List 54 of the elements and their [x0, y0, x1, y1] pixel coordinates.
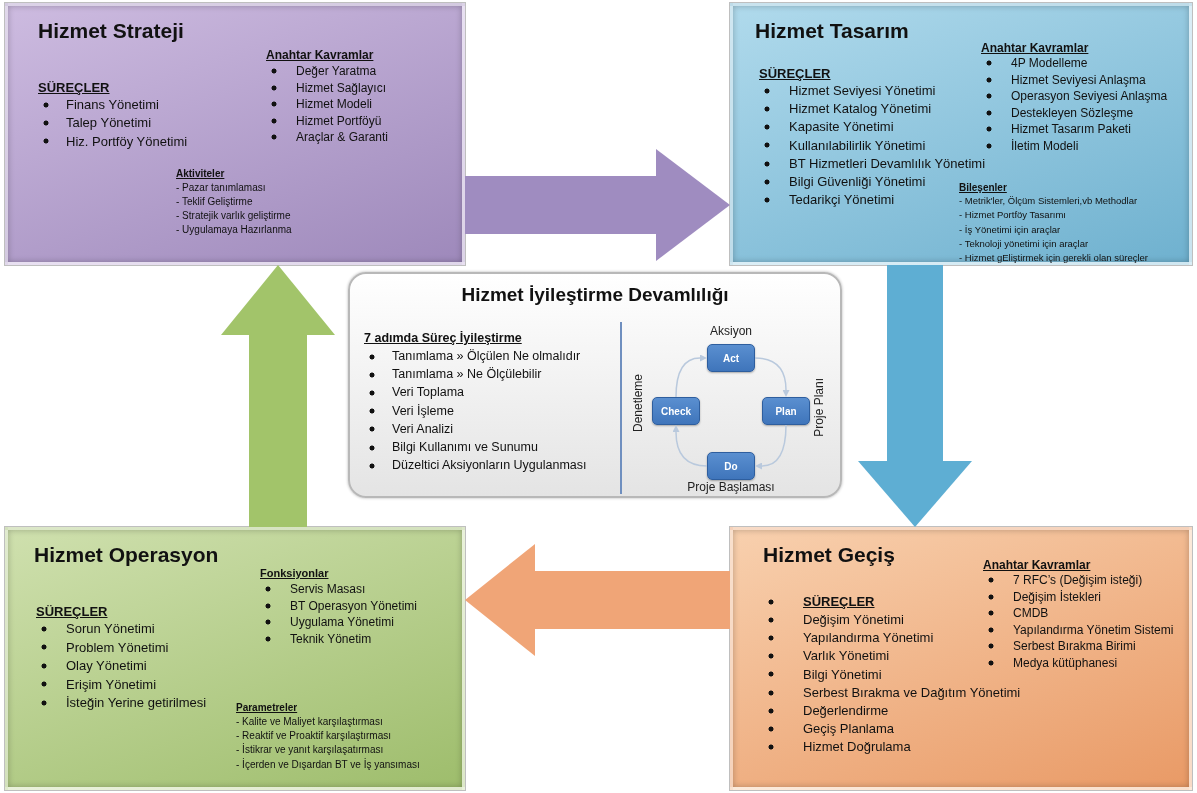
- step-label: Check: [661, 405, 691, 417]
- section-heading: Anahtar Kavramlar: [981, 41, 1089, 56]
- panel-title: Hizmet Strateji: [38, 18, 184, 44]
- cycle-step-box: [707, 452, 755, 480]
- stage-panel: [5, 3, 465, 265]
- section-heading: Parametreler: [236, 702, 298, 714]
- block-arrow: [465, 544, 730, 656]
- list-item: - Hizmet Portföy Tasarımı: [959, 209, 1066, 221]
- stage-panel: [730, 527, 1192, 790]
- list-item: - Stratejik varlık geliştirme: [176, 210, 291, 222]
- cycle-step-box: [762, 397, 810, 425]
- list-item: - Teknoloji yönetimi için araçlar: [959, 237, 1089, 250]
- block-arrow: [465, 149, 730, 261]
- cycle-arrow: [672, 425, 708, 467]
- list-item: - Kalite ve Maliyet karşılaştırması: [236, 716, 383, 728]
- step-caption: Aksiyon: [709, 324, 753, 338]
- cycle-arrow: [754, 357, 790, 397]
- list-item: - Metrik'ler, Ölçüm Sistemleri,vb Methodlar: [959, 195, 1138, 207]
- step-label: Act: [722, 352, 740, 364]
- list-item: - Uygulamaya Hazırlanma: [176, 224, 292, 236]
- list-item: - Reaktif ve Proaktif karşılaştırması: [236, 730, 392, 743]
- list-item: - Pazar tanımlaması: [176, 182, 266, 194]
- step-caption: Proje Başlaması: [686, 480, 776, 494]
- panel-title: Hizmet Geçiş: [763, 542, 895, 568]
- section-heading: SÜREÇLER: [38, 80, 110, 96]
- stage-panel: [5, 527, 465, 790]
- panel-title: Hizmet Tasarım: [755, 18, 909, 44]
- section-heading: SÜREÇLER: [36, 604, 108, 620]
- section-heading: Anahtar Kavramlar: [266, 48, 374, 63]
- panel-title: Hizmet İyileştirme Devamlılığı: [460, 284, 730, 307]
- cycle-arrow: [675, 354, 707, 398]
- block-arrow: [858, 265, 972, 527]
- center-panel: [348, 272, 842, 498]
- panel-title: Hizmet Operasyon: [34, 542, 219, 568]
- step-label: Do: [724, 460, 738, 472]
- stage-panel: [730, 3, 1192, 265]
- step-caption: Proje Planı: [812, 378, 826, 437]
- section-heading: Bileşenler: [959, 182, 1007, 194]
- list-item: - İçerden ve Dışardan BT ve İş yansıması: [236, 758, 420, 771]
- block-arrow: [221, 265, 335, 527]
- list-item: - Hizmet gEliştirmek için gerekli olan süreçler: [959, 252, 1148, 264]
- list-item: - İstikrar ve yanıt karşılaşatırması: [236, 744, 384, 757]
- cycle-arrow: [755, 424, 787, 470]
- cycle-step-box: [652, 397, 700, 425]
- section-heading: Aktiviteler: [176, 168, 225, 180]
- section-heading: SÜREÇLER: [759, 66, 831, 82]
- step-label: Plan: [775, 405, 797, 417]
- section-heading: Anahtar Kavramlar: [983, 558, 1091, 573]
- section-heading: Fonksiyonlar: [260, 567, 329, 581]
- list-item: - İş Yönetimi için araçlar: [959, 223, 1061, 235]
- section-heading: 7 adımda Süreç İyileştirme: [364, 331, 522, 346]
- list-item: - Teklif Geliştirme: [176, 196, 253, 208]
- cycle-step-box: [707, 344, 755, 372]
- step-caption: Denetleme: [631, 374, 645, 433]
